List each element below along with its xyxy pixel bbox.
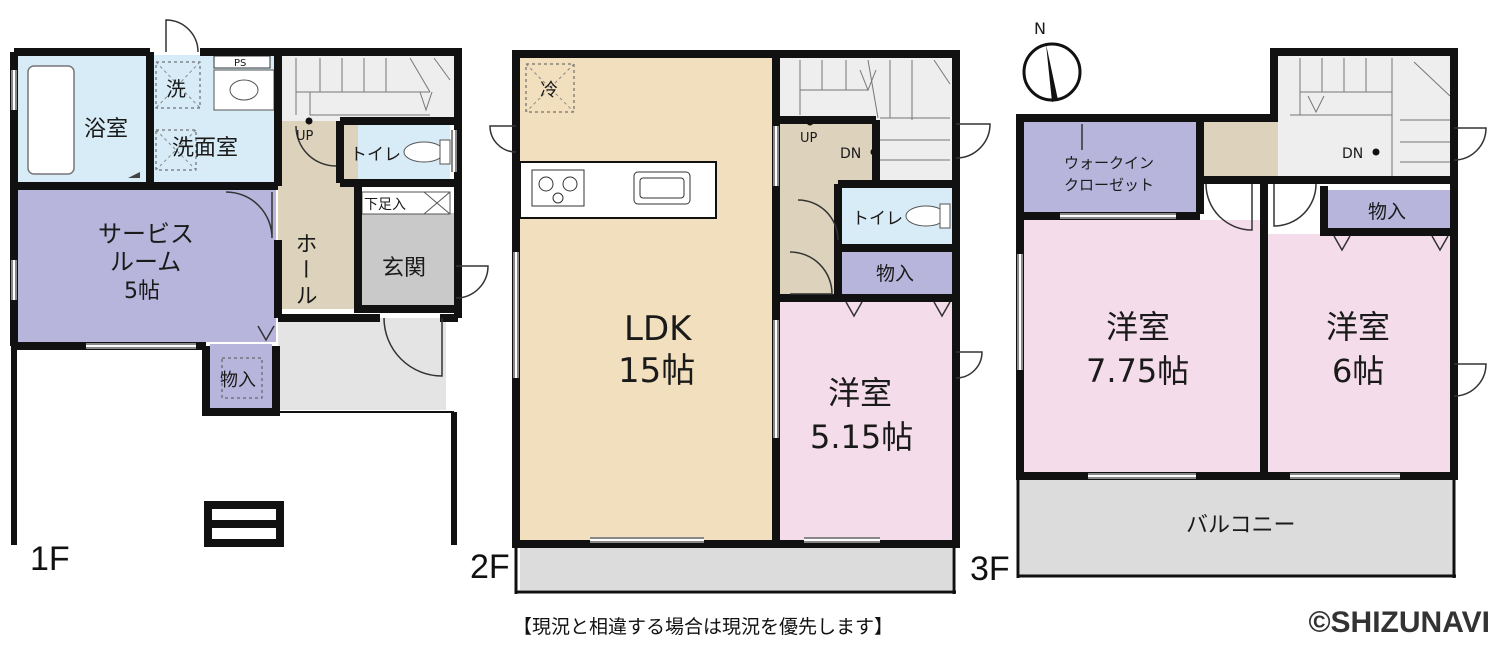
- balcony-3f: [1020, 480, 1454, 576]
- western-a-size: 7.75帖: [1086, 352, 1189, 390]
- floor-label-2f: 2F: [470, 548, 510, 586]
- hall-1f: [278, 121, 358, 309]
- service-room-size: 5帖: [124, 279, 160, 304]
- floor-label-1f: 1F: [30, 540, 70, 578]
- compass: N: [1022, 19, 1082, 102]
- western-3f-a: [1024, 220, 1262, 472]
- fridge-box: [525, 63, 575, 113]
- wash-basin: [213, 69, 275, 111]
- floor-label-3f: 3F: [970, 550, 1010, 588]
- toilet-fixture-1f: [403, 141, 445, 163]
- western-a-label: 洋室: [1106, 308, 1170, 346]
- western-size-2f: 5.15帖: [810, 418, 913, 456]
- service-room-label: サービス: [98, 220, 194, 248]
- western-2f: [780, 302, 952, 540]
- storage-label-3f: 物入: [1368, 201, 1406, 223]
- washer-box: [155, 61, 201, 109]
- washroom-label: 洗面室: [172, 136, 238, 161]
- shoe-storage-label: 下足入: [364, 197, 406, 213]
- western-b-size: 6帖: [1332, 352, 1384, 390]
- western-3f-b: [1268, 234, 1450, 472]
- disclaimer-note: 【現況と相違する場合は現況を優先します】: [513, 616, 894, 638]
- dn-label-3f: DN: [1342, 146, 1363, 162]
- western-label-2f: 洋室: [828, 374, 892, 412]
- storage-2f: [842, 252, 952, 294]
- entrance-label: 玄関: [382, 256, 426, 281]
- floor-1: 浴室 洗 洗面室 PS トイレ 下足入 UP ホール 玄関 サービス ルーム 5…: [10, 19, 489, 578]
- ps-label: PS: [234, 58, 246, 69]
- fridge-label: 冷: [540, 80, 558, 101]
- bath-label: 浴室: [84, 117, 128, 142]
- storage-3f: [1328, 190, 1450, 230]
- storage-label-1f: 物入: [220, 370, 256, 391]
- western-b-label: 洋室: [1326, 308, 1390, 346]
- storage-label-2f: 物入: [876, 263, 914, 285]
- ldk-label: LDK: [624, 309, 693, 349]
- balcony-2f: [520, 546, 952, 590]
- compass-n-label: N: [1034, 19, 1046, 38]
- washer-label: 洗: [166, 77, 186, 101]
- ldk-size: 15帖: [618, 351, 695, 391]
- toilet-label-1f: トイレ: [350, 145, 401, 165]
- entrance-1f: [358, 213, 454, 309]
- walkin-label: ウォークイン: [1064, 154, 1154, 172]
- walkin-label-2: クローゼット: [1064, 176, 1154, 194]
- dn-label-2f: DN: [840, 146, 861, 162]
- service-room-label-2: ルーム: [110, 248, 181, 276]
- stair-3f: [1278, 56, 1450, 182]
- service-room: [18, 190, 276, 342]
- porch-1f: [278, 318, 446, 410]
- stair-1f: [278, 55, 454, 121]
- hall-label: ホール: [292, 232, 317, 310]
- floor-2: 冷 LDK 15帖 UP DN トイレ 物入 洋室 5.15帖 2F: [470, 50, 991, 594]
- floor-3: N ウォークイン クローゼット DN 物入 洋室 7.75帖 洋室 6帖 バルコ…: [970, 19, 1487, 588]
- balcony-label: バルコニー: [1186, 513, 1296, 538]
- ldk-room: [520, 58, 776, 540]
- up-label-2f: UP: [800, 131, 818, 146]
- toilet-label-2f: トイレ: [852, 209, 903, 229]
- up-label-1f: UP: [296, 129, 314, 144]
- copyright-mark: ©SHIZUNAVI: [1308, 606, 1490, 639]
- walkin-closet: [1024, 122, 1196, 214]
- bathtub: [27, 65, 75, 175]
- kitchen-sink: [633, 171, 691, 205]
